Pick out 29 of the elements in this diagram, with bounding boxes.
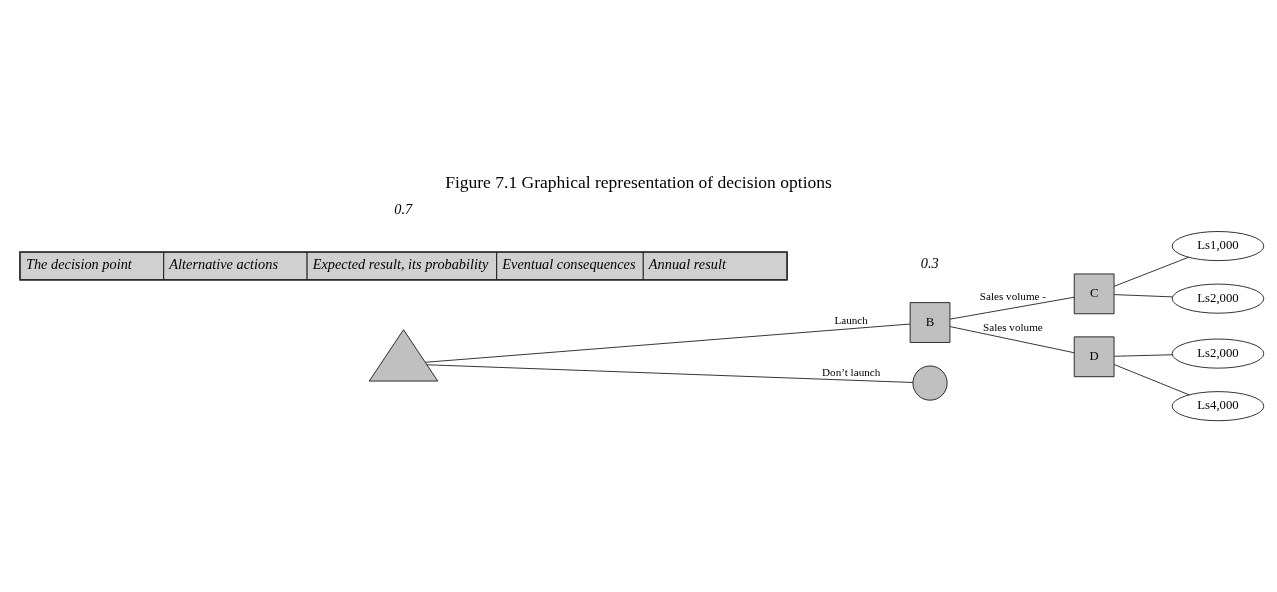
connector xyxy=(949,296,1075,320)
connector xyxy=(1113,256,1189,287)
label: 0.3 xyxy=(920,254,939,271)
edge-label: Sales volume xyxy=(983,320,1043,333)
label: Annual result xyxy=(648,255,726,272)
label: The decision point xyxy=(25,255,132,272)
edge-label: Launch xyxy=(834,314,868,327)
node-ellipse: Ls2,000 xyxy=(1171,283,1265,314)
node-ellipse: Ls2,000 xyxy=(1171,338,1265,369)
label: Expected result, its probability xyxy=(312,255,489,272)
edge-label: Don’t launch xyxy=(822,366,881,379)
node-box: D xyxy=(1073,336,1115,378)
node-ellipse: Ls4,000 xyxy=(1171,391,1265,422)
connector xyxy=(1113,364,1190,396)
label: Eventual consequences xyxy=(502,255,636,272)
node-triangle xyxy=(368,329,439,382)
connector xyxy=(426,364,914,383)
connector xyxy=(1113,294,1173,298)
node-box: B xyxy=(909,302,951,343)
connector xyxy=(949,326,1075,354)
label: Alternative actions xyxy=(169,255,278,272)
diagram-title: Figure 7.1 Graphical representation of decision options xyxy=(445,172,832,193)
connector xyxy=(425,323,911,363)
label: 0.7 xyxy=(394,200,413,217)
edge-label: Sales volume - xyxy=(979,289,1046,302)
node-box: C xyxy=(1073,273,1115,315)
node-ellipse: Ls1,000 xyxy=(1171,231,1265,261)
connector xyxy=(1113,354,1173,357)
node-circle xyxy=(912,365,948,401)
